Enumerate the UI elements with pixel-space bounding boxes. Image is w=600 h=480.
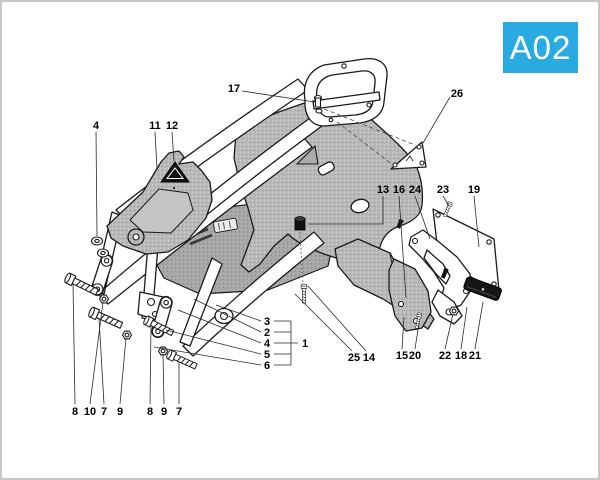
callout-1: 1 <box>302 338 308 350</box>
callout-11: 11 <box>149 120 161 132</box>
fender-hole <box>350 198 370 214</box>
callout-4: 4 <box>93 120 100 132</box>
splash-flap <box>388 258 432 332</box>
battery-tray <box>106 150 213 255</box>
callout-24: 24 <box>409 184 422 196</box>
callout-7b: 7 <box>176 406 182 418</box>
callout-26: 26 <box>451 88 463 100</box>
callout-13: 13 <box>377 184 389 196</box>
rear-rack-plate <box>303 58 388 127</box>
washer-4b <box>96 248 110 258</box>
callout-2: 2 <box>264 327 270 339</box>
page-code-badge: A02 <box>503 22 578 73</box>
callout-12: 12 <box>166 120 178 132</box>
callout-10: 10 <box>84 406 96 418</box>
nut-9-left <box>121 330 133 340</box>
id-label-plate <box>212 217 238 233</box>
plate-carrier-bracket <box>408 229 472 325</box>
callout-19: 19 <box>468 184 480 196</box>
reflector <box>463 276 502 301</box>
bolt-17-target <box>313 94 323 114</box>
bolt-14 <box>300 283 308 304</box>
callout-20: 20 <box>409 350 421 362</box>
callout-8a: 8 <box>72 406 78 418</box>
callout-23: 23 <box>437 184 449 196</box>
dark-pin-lower <box>440 267 449 279</box>
bolt-7-left <box>87 306 124 331</box>
callout-6: 6 <box>264 360 270 372</box>
warning-label <box>160 161 190 190</box>
nut-10 <box>98 294 110 304</box>
page-code-label: A02 <box>509 28 572 66</box>
triangle-bracket <box>390 141 427 170</box>
callout-15: 15 <box>396 350 408 362</box>
callout-16: 16 <box>393 184 405 196</box>
washer-4a <box>90 236 104 246</box>
callout-21: 21 <box>469 350 481 362</box>
callout-22: 22 <box>439 350 451 362</box>
callout-8b: 8 <box>147 406 153 418</box>
callout-5: 5 <box>264 349 270 361</box>
nut-22 <box>448 306 460 316</box>
callout-7a: 7 <box>101 406 107 418</box>
callout-14: 14 <box>363 352 376 364</box>
callout-3: 3 <box>264 316 270 328</box>
callout-17: 17 <box>228 83 240 95</box>
fender-slot <box>317 161 335 176</box>
rubber-bumper <box>294 216 306 231</box>
callout-9a: 9 <box>117 406 123 418</box>
leader-lines <box>72 90 484 405</box>
callout-4b: 4 <box>264 338 271 350</box>
plate-bracket-arm <box>431 289 463 325</box>
callout-25: 25 <box>348 352 360 364</box>
callout-labels: 17 26 4 11 12 13 16 24 23 19 3 2 4 5 6 1… <box>72 83 481 418</box>
callout-9b: 9 <box>161 406 167 418</box>
gusset-plate <box>295 144 319 165</box>
subframe-downtube-3 <box>179 257 223 347</box>
callout-18: 18 <box>455 350 467 362</box>
